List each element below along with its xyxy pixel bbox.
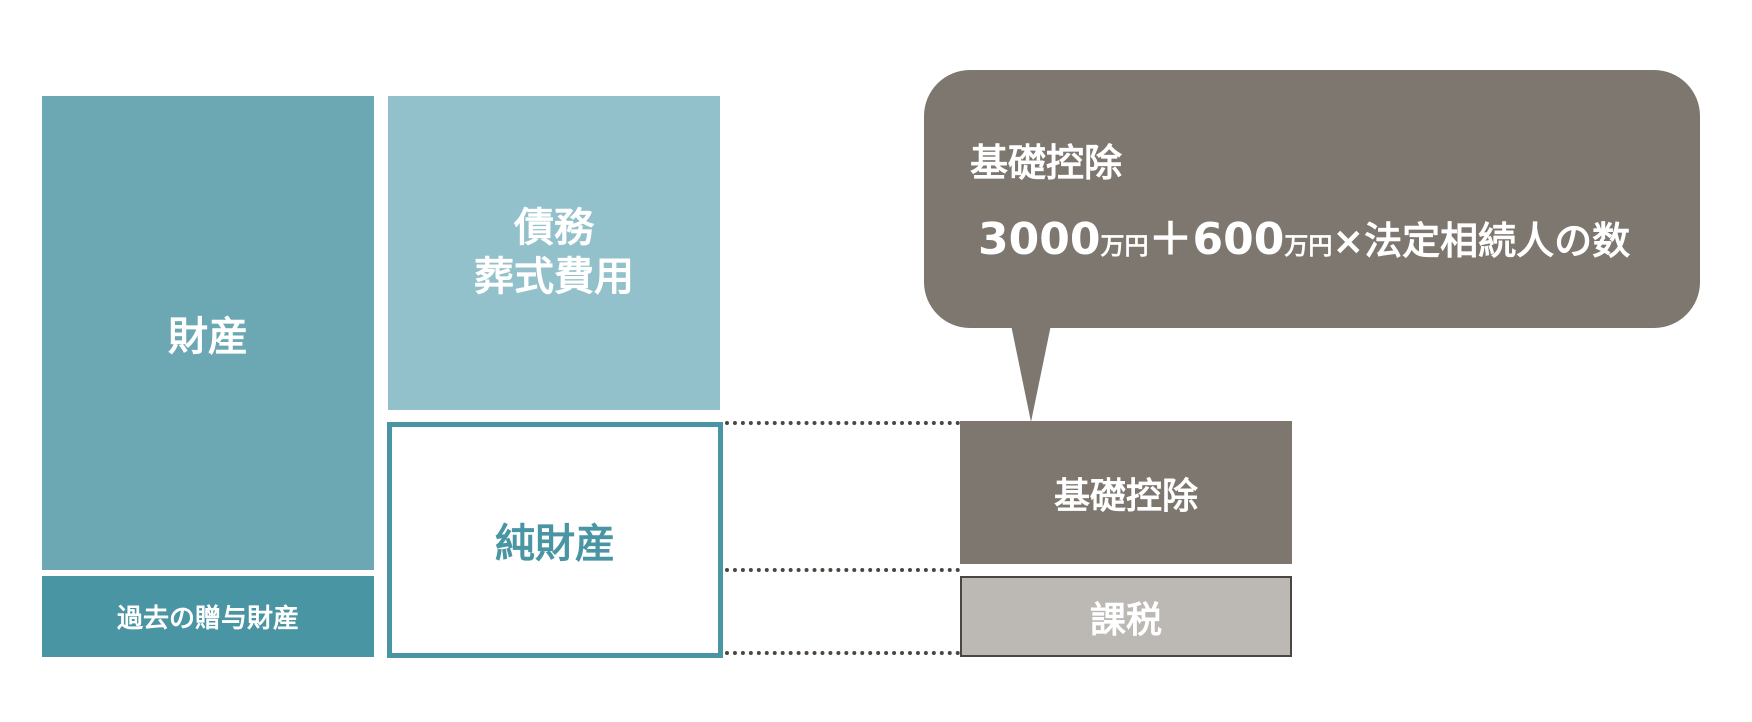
formula-per-heir-unit: 万円 — [1284, 232, 1333, 260]
funeral-cost-label: 葬式費用 — [474, 254, 634, 300]
debt-funeral-block: 債務 葬式費用 — [388, 96, 720, 410]
taxable-block: 課税 — [960, 576, 1292, 657]
formula-plus: ＋ — [1148, 214, 1193, 265]
formula-multiplier: 法定相続人の数 — [1364, 219, 1631, 263]
basic-deduction-block: 基礎控除 — [960, 421, 1292, 564]
net-assets-label: 純財産 — [495, 521, 615, 567]
connector-middle — [725, 568, 960, 572]
formula-times: × — [1332, 219, 1365, 263]
formula-base-unit: 万円 — [1100, 232, 1149, 260]
taxable-label: 課税 — [1089, 599, 1162, 641]
connector-top — [725, 421, 960, 425]
past-gift-assets-block: 過去の贈与財産 — [42, 576, 374, 657]
formula-base-amount: 3000 — [978, 214, 1101, 265]
debt-label: 債務 — [514, 205, 594, 252]
callout-title: 基礎控除 — [970, 141, 1123, 185]
assets-block: 財産 — [42, 96, 374, 570]
connector-bottom — [725, 651, 960, 655]
callout-body — [924, 70, 1700, 328]
formula-per-heir-amount: 600 — [1192, 214, 1285, 265]
net-assets-block: 純財産 — [387, 422, 723, 658]
past-gift-assets-label: 過去の贈与財産 — [116, 604, 299, 634]
callout-pointer — [1010, 320, 1052, 422]
basic-deduction-label: 基礎控除 — [1053, 475, 1198, 517]
assets-label: 財産 — [168, 314, 248, 360]
deduction-formula: 3000万円＋600万円×法定相続人の数 — [978, 218, 1630, 262]
